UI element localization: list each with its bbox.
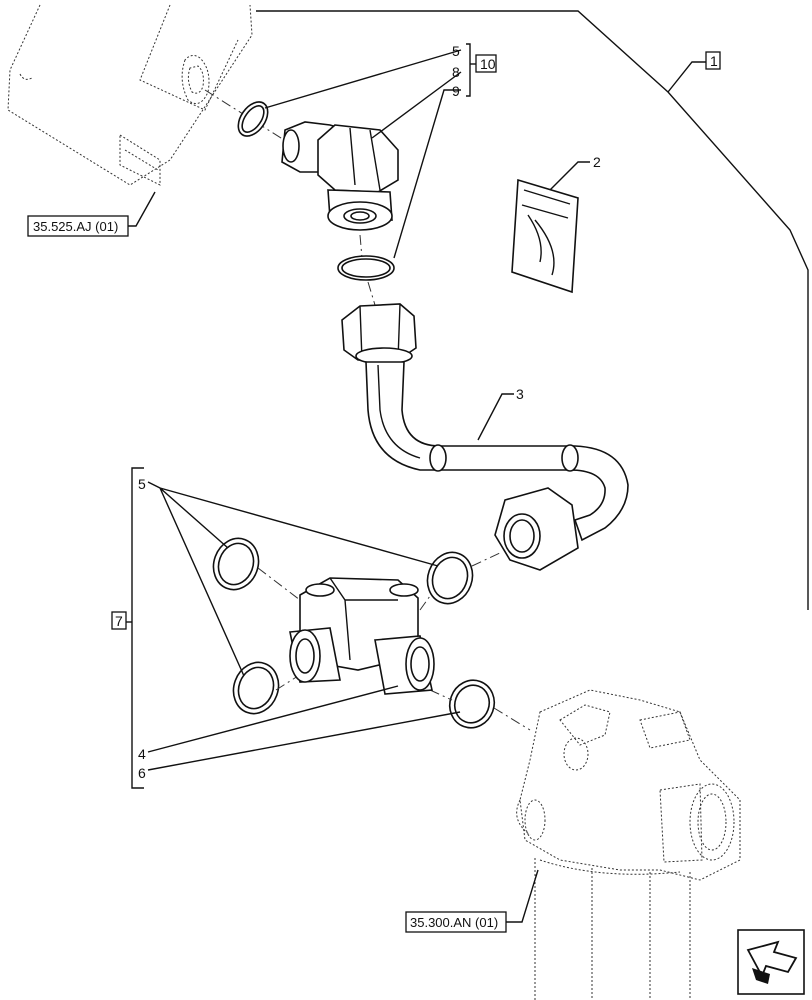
- leader-2: [549, 161, 590, 191]
- bracket-7: [131, 467, 144, 789]
- mounting-block-top-left: [7, 4, 253, 186]
- leader-6: [147, 711, 461, 771]
- callout-7: 7: [115, 613, 123, 629]
- reference-bottom-box[interactable]: [405, 911, 507, 933]
- bracket-10: [466, 43, 471, 97]
- kit-boundary-line: [256, 10, 809, 610]
- pipe-end-nut: [494, 487, 579, 571]
- callout-4: 4: [138, 746, 146, 762]
- leader-5-top: [264, 49, 462, 109]
- elbow-fitting-8: [281, 121, 399, 231]
- filter-housing: [516, 689, 741, 1000]
- leader-3: [477, 393, 514, 441]
- pipe-assembly-3: [341, 303, 629, 542]
- leader-ref-top: [128, 191, 156, 227]
- reference-top[interactable]: 35.525.AJ (01): [33, 219, 118, 234]
- callout-5-group: 5: [138, 476, 146, 492]
- next-page-arrow-icon[interactable]: [737, 929, 805, 995]
- callout-2: 2: [593, 154, 601, 170]
- instruction-tag-2: [511, 178, 579, 294]
- callout-7-box: [111, 611, 127, 630]
- callout-10-box: [475, 54, 497, 73]
- cross-fitting-4: [289, 577, 435, 695]
- reference-top-box[interactable]: [27, 215, 129, 237]
- leader-8: [371, 71, 462, 139]
- callout-1: 1: [710, 53, 718, 69]
- callout-8: 8: [452, 64, 460, 80]
- leader-5-group: [147, 481, 439, 677]
- leader-4: [147, 685, 399, 753]
- callout-6: 6: [138, 765, 146, 781]
- callout-9: 9: [452, 83, 460, 99]
- callout-10: 10: [480, 56, 496, 72]
- leader-9: [393, 89, 461, 259]
- callout-1-box: [705, 51, 721, 70]
- callout-5-top: 5: [452, 43, 460, 59]
- leader-ref-bottom: [506, 869, 539, 923]
- leader-1: [667, 61, 706, 93]
- callout-3: 3: [516, 386, 524, 402]
- reference-bottom[interactable]: 35.300.AN (01): [410, 915, 498, 930]
